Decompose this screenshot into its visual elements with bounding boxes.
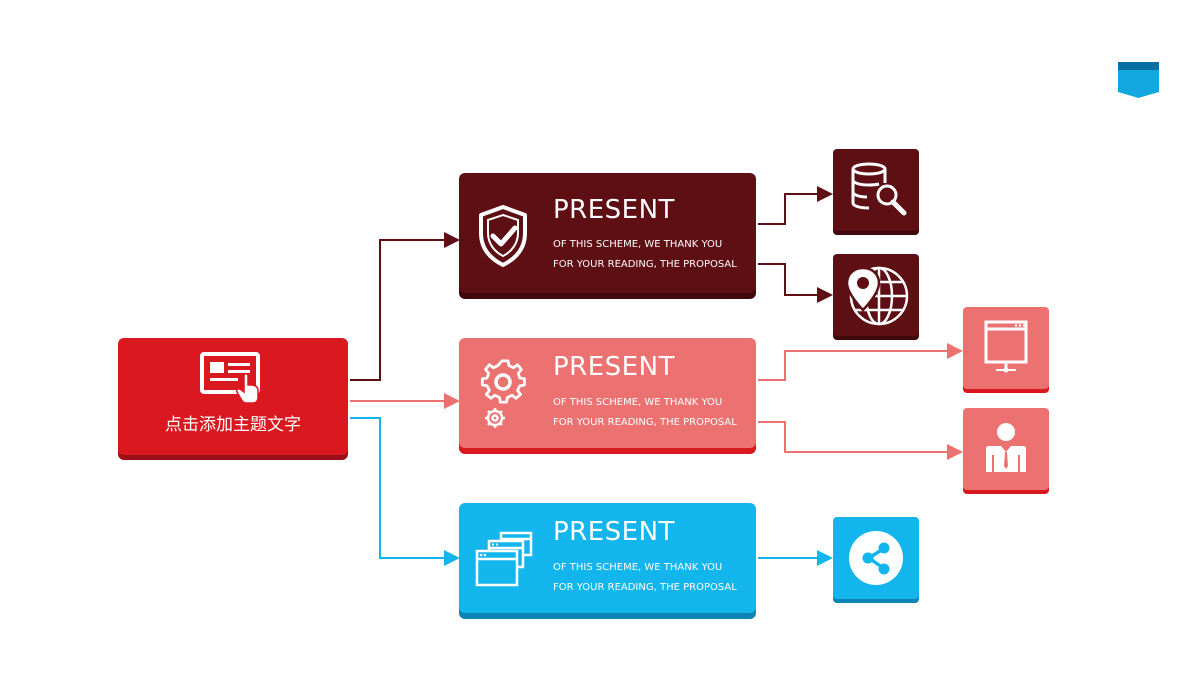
card-3: PRESENT OF THIS SCHEME, WE THANK YOU FOR… bbox=[459, 503, 756, 613]
card-1: PRESENT OF THIS SCHEME, WE THANK YOU FOR… bbox=[459, 173, 756, 293]
connector-card2-tile3 bbox=[758, 343, 963, 381]
connector-root-card1 bbox=[350, 232, 460, 381]
card-title: PRESENT bbox=[553, 517, 675, 547]
connector-card2-tile4 bbox=[758, 421, 963, 460]
tile-share bbox=[833, 517, 919, 599]
bookmark-icon bbox=[1118, 62, 1159, 98]
monitor-icon bbox=[984, 320, 1028, 373]
tile-monitor bbox=[963, 307, 1049, 389]
tile-globe-location bbox=[833, 254, 919, 336]
browser-windows-icon bbox=[475, 531, 533, 587]
connector-root-card3 bbox=[350, 417, 460, 566]
database-search-icon bbox=[851, 162, 907, 216]
card-2: PRESENT OF THIS SCHEME, WE THANK YOU FOR… bbox=[459, 338, 756, 448]
connector-card1-tile2 bbox=[758, 263, 833, 303]
root-node: 点击添加主题文字 bbox=[118, 338, 348, 455]
share-icon bbox=[849, 531, 903, 585]
card-text-line: FOR YOUR READING, THE PROPOSAL bbox=[553, 259, 737, 270]
card-title: PRESENT bbox=[553, 352, 675, 382]
card-title: PRESENT bbox=[553, 195, 675, 225]
tile-database-search bbox=[833, 149, 919, 231]
card-text-line: FOR YOUR READING, THE PROPOSAL bbox=[553, 417, 737, 428]
root-label: 点击添加主题文字 bbox=[165, 415, 301, 435]
businessman-icon bbox=[986, 423, 1026, 472]
presentation-touch-icon bbox=[200, 352, 260, 404]
card-text-line: FOR YOUR READING, THE PROPOSAL bbox=[553, 582, 737, 593]
connector-card1-tile1 bbox=[758, 186, 833, 225]
card-text-line: OF THIS SCHEME, WE THANK YOU bbox=[553, 562, 723, 573]
shield-check-icon bbox=[479, 205, 527, 267]
gears-icon bbox=[481, 359, 526, 428]
tile-businessman bbox=[963, 408, 1049, 490]
card-text-line: OF THIS SCHEME, WE THANK YOU bbox=[553, 239, 723, 250]
globe-location-icon bbox=[845, 266, 909, 326]
card-text-line: OF THIS SCHEME, WE THANK YOU bbox=[553, 397, 723, 408]
